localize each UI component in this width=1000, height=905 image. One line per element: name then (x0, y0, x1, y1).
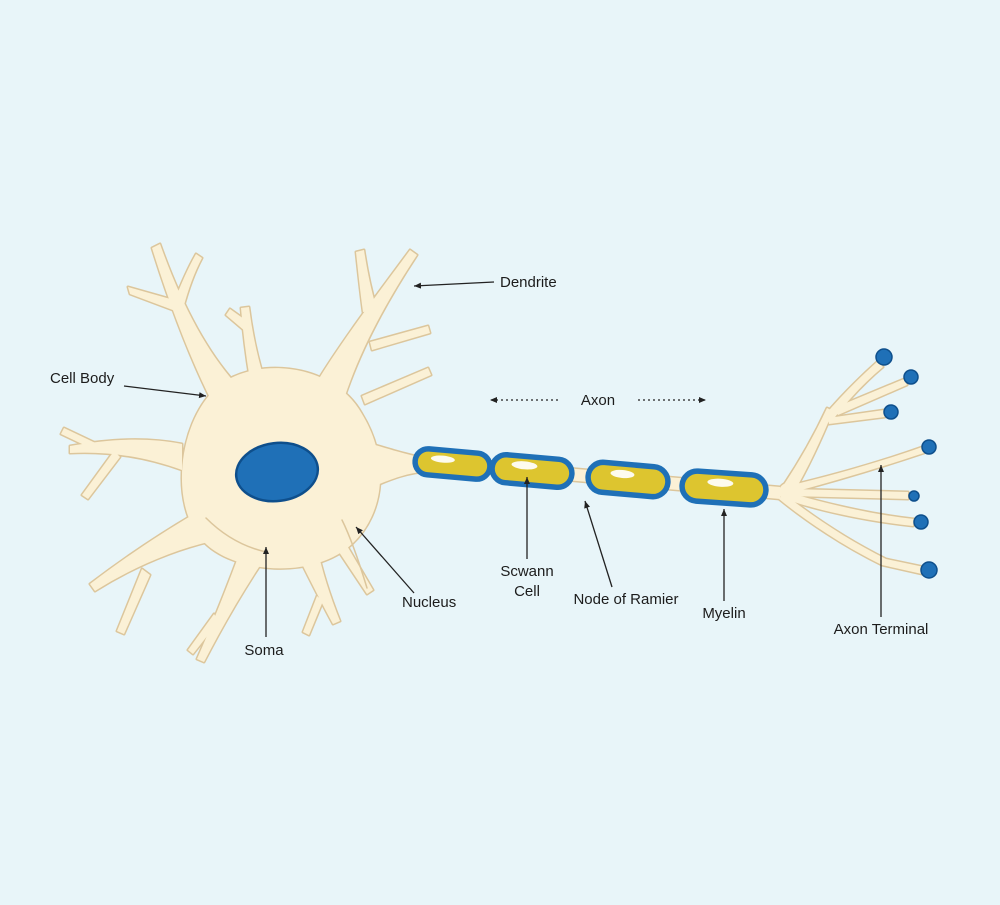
myelin-highlight (511, 461, 538, 470)
myelin-segment (412, 446, 493, 482)
soma-crease (205, 517, 267, 553)
label-cell-body: Cell Body (50, 370, 115, 387)
axon-terminal-dot (913, 514, 929, 530)
arrow-node-of-ranvier (584, 500, 613, 588)
label-myelin: Myelin (702, 605, 745, 622)
label-axon-terminal: Axon Terminal (834, 621, 929, 638)
arrow-nucleus (355, 526, 415, 594)
arrow-dendrite (413, 281, 495, 289)
myelin-highlight (610, 469, 635, 479)
axon-terminal-dot (875, 348, 893, 366)
label-dendrite: Dendrite (500, 274, 557, 291)
neuron-cell-body (61, 244, 924, 662)
label-schwann-cell-line2: Cell (514, 583, 540, 600)
axon-terminal-dot (908, 490, 920, 502)
axon-terminal-dot (883, 404, 899, 420)
myelin-capsule (679, 468, 769, 508)
axon-terminal-dot (921, 439, 937, 455)
soma-crease (341, 519, 368, 589)
label-node-of-ranvier: Node of Ramier (573, 591, 678, 608)
nucleus-shape (234, 441, 320, 503)
axon-terminal-dot (920, 561, 938, 579)
label-axon: Axon (581, 392, 615, 409)
myelin-capsule (489, 451, 575, 491)
label-schwann-cell-line1: Scwann (500, 563, 553, 580)
myelin-capsule (412, 446, 493, 482)
myelin-capsule (585, 459, 671, 500)
myelin-segment (489, 451, 575, 491)
myelin-segment (679, 468, 769, 508)
label-soma: Soma (244, 642, 284, 659)
myelin-highlight (430, 455, 455, 463)
axon-terminal-dot (903, 369, 919, 385)
arrow-cell-body (123, 385, 207, 399)
label-nucleus: Nucleus (402, 594, 456, 611)
myelin-highlight (707, 478, 734, 487)
myelin-segment (585, 459, 671, 500)
